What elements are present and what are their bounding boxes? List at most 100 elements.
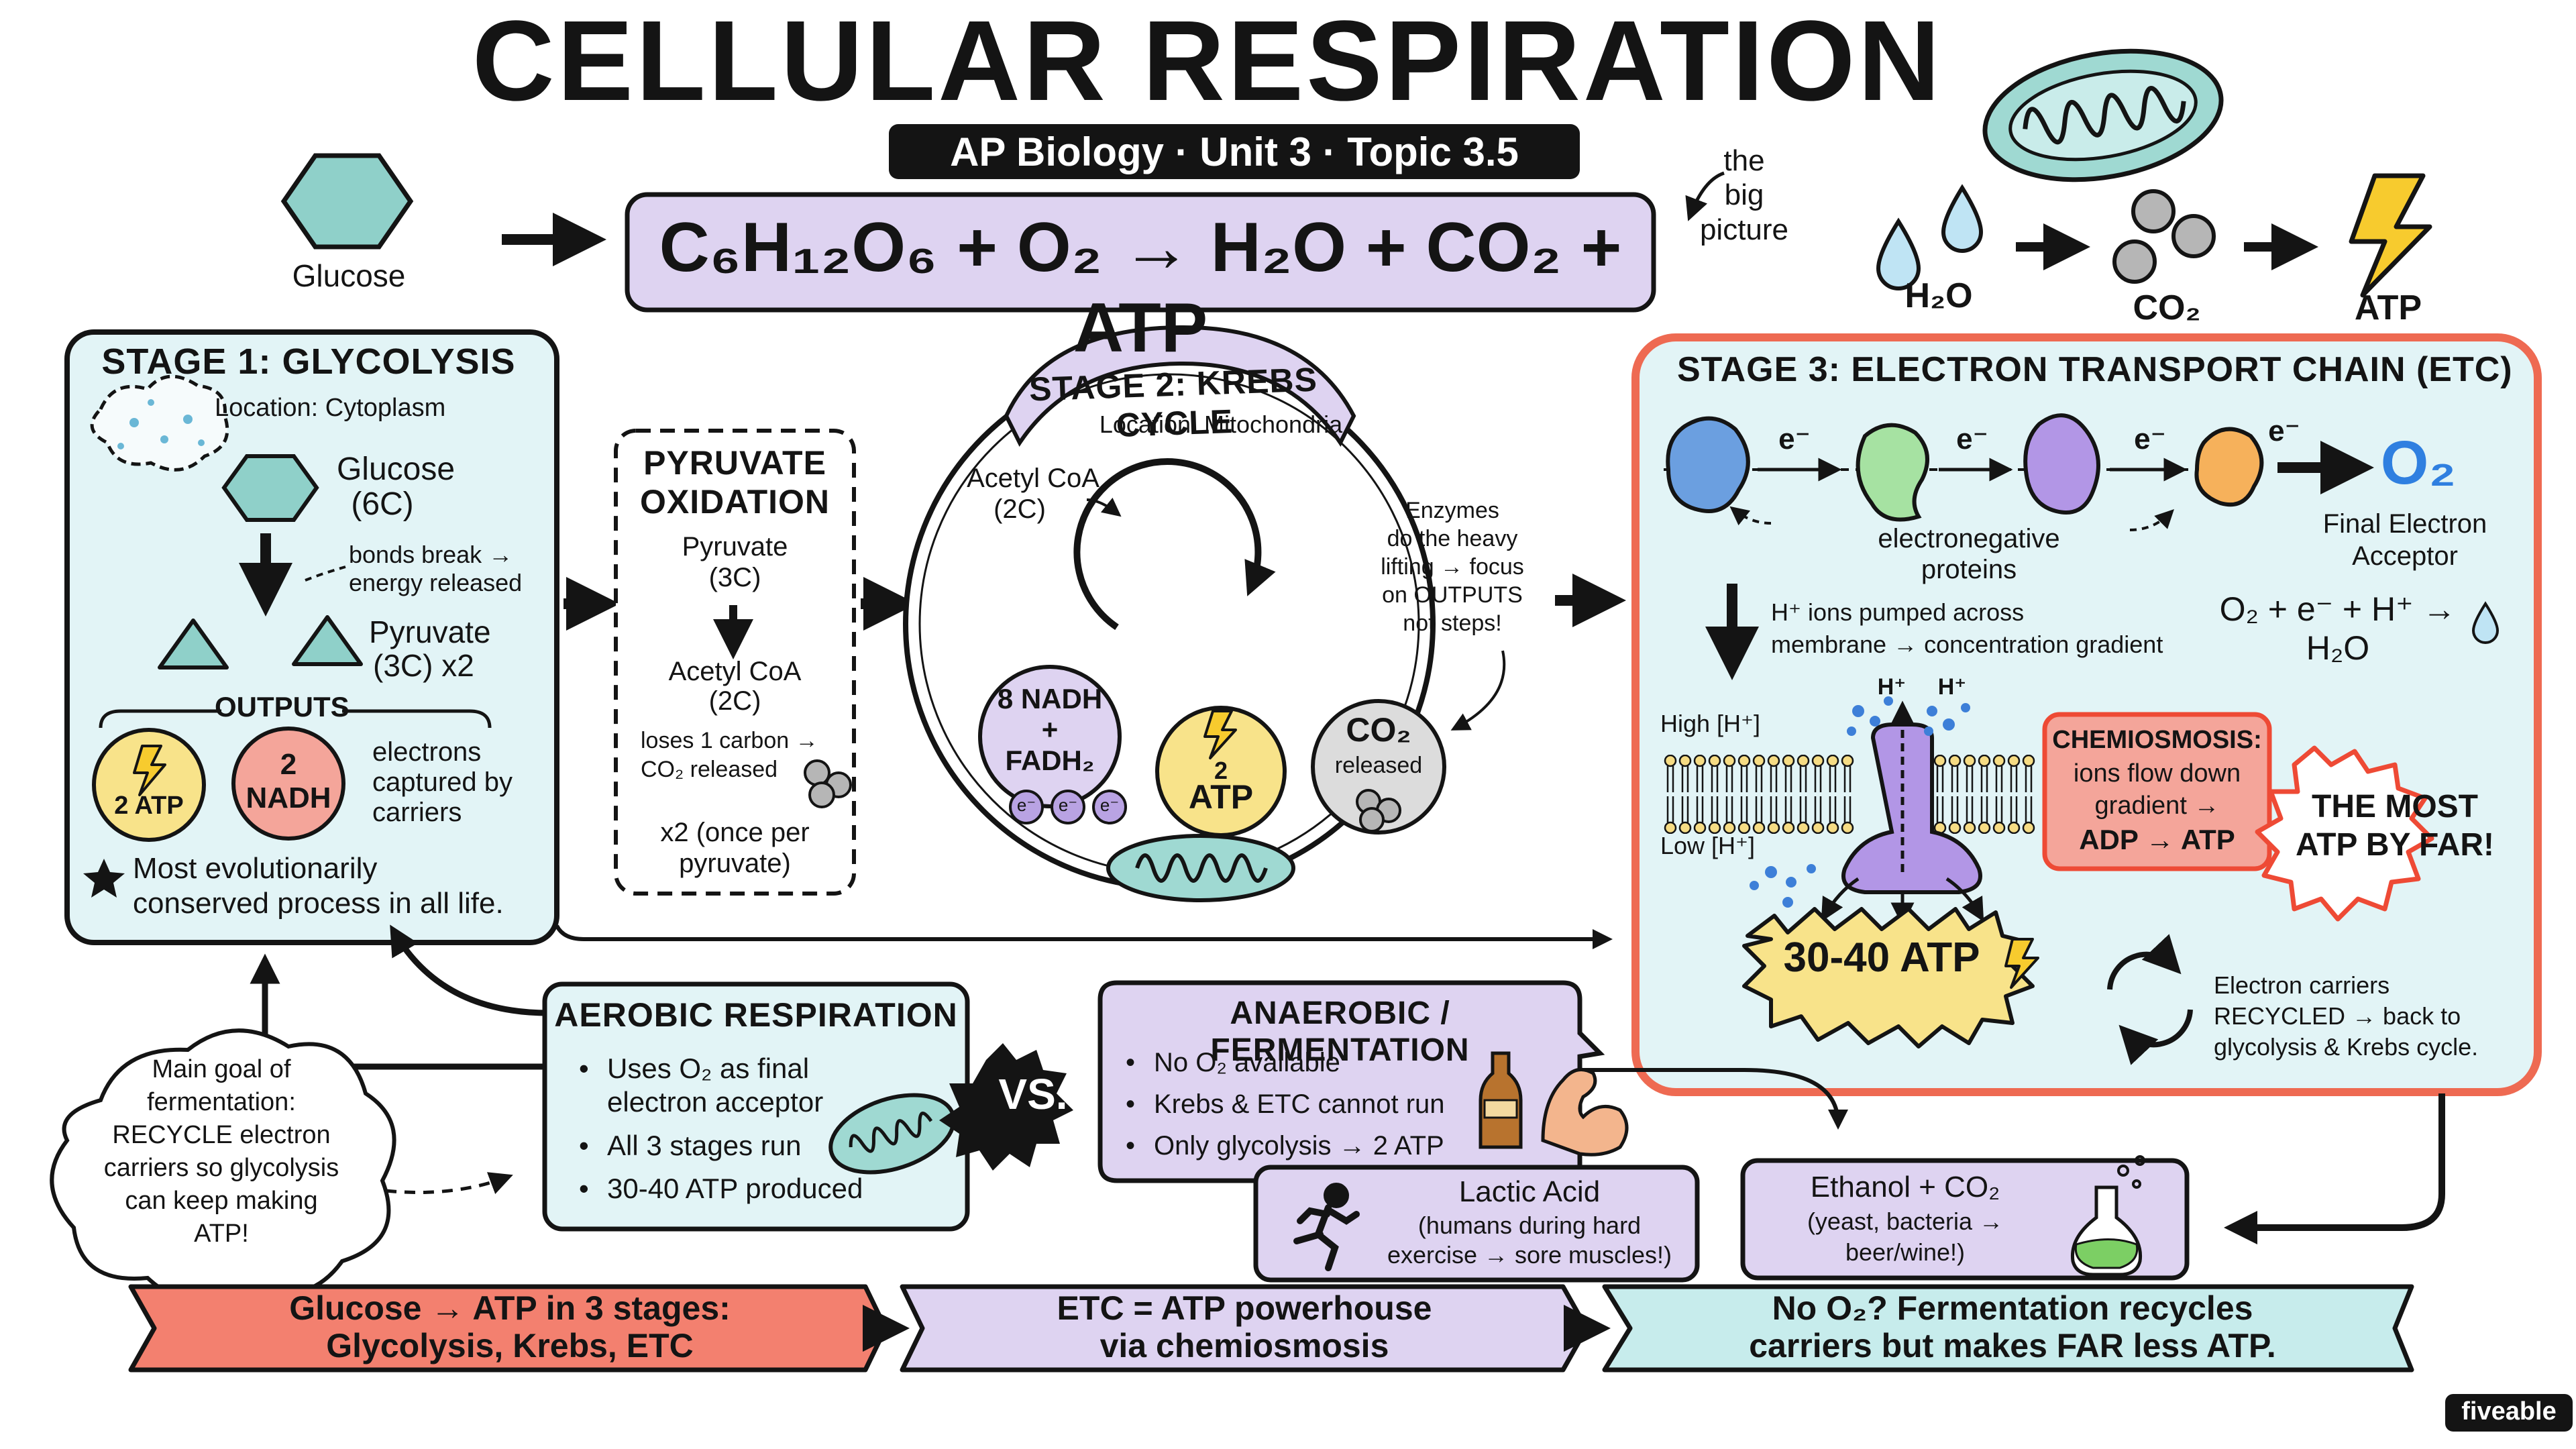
glycolysis-glucose-label: Glucose (336, 451, 455, 487)
outputs-label: OUTPUTS (215, 691, 350, 722)
glycolysis-location: Location: Cytoplasm (215, 394, 446, 422)
ethanol-line1: (yeast, bacteria → (1807, 1208, 2004, 1235)
atp-yield-burst (1742, 907, 2035, 1049)
krebs-nadh-line1: 8 NADH (997, 683, 1103, 714)
mitochondrion-icon (1982, 48, 2224, 182)
krebs-electron-1: e⁻ (1016, 795, 1036, 815)
etc-electron-4: e⁻ (2268, 415, 2300, 447)
conserved-line1: Most evolutionarily (133, 852, 378, 885)
outputs-brace (99, 709, 492, 729)
protein-green-icon (1856, 423, 1929, 522)
etc-electron-3: e⁻ (2134, 423, 2166, 455)
cytoplasm-blob-icon (90, 374, 229, 472)
lactic-box (1253, 1165, 1700, 1283)
po-times-line1: x2 (once per (660, 818, 810, 847)
lactic-line1: (humans during hard (1417, 1212, 1642, 1239)
chemiosmosis-line1: ions flow down (2073, 759, 2241, 788)
flexed-arm-icon (1541, 1067, 1629, 1157)
po-pyruvate-label: Pyruvate (682, 532, 788, 561)
krebs-acetyl-label: Acetyl CoA (967, 464, 1099, 493)
etc-electron-1: e⁻ (1778, 423, 1811, 455)
cloud-line5: can keep making (125, 1187, 318, 1215)
water-drops-icon (1876, 184, 1984, 290)
vs-label: VS. (998, 1070, 1068, 1118)
anaerobic-bullet: No O₂ available (1120, 1046, 1483, 1079)
note-big: big (1724, 178, 1764, 211)
krebs-electron-2: e⁻ (1058, 795, 1078, 815)
nadh-output-label: NADH (246, 782, 331, 814)
pyruvate-carbons: (3C) x2 (373, 648, 474, 683)
bonds-line1: bonds break → (349, 541, 513, 568)
vs-burst (939, 1043, 1073, 1171)
krebs-location: Location: Mitochondria (1099, 411, 1343, 438)
ion-dots-icon (1750, 696, 1970, 908)
star-icon (83, 859, 125, 898)
atp-label: ATP (2354, 288, 2422, 327)
enzymes-line5: not steps! (1403, 610, 1502, 636)
banner-3-line2: carriers but makes FAR less ATP. (1749, 1327, 2276, 1364)
brand-label: fiveable (2461, 1397, 2557, 1426)
cycle-arrow (1073, 458, 1276, 631)
cloud-line3: RECYCLE electron (112, 1121, 331, 1149)
most-atp-burst (2255, 745, 2434, 922)
krebs-acetyl-carbons: (2C) (994, 494, 1046, 524)
chemiosmosis-line2: gradient → (2094, 792, 2220, 820)
enzymes-line4: on OUTPUTS (1382, 582, 1523, 608)
glycolysis-glucose-icon (221, 454, 319, 522)
most-atp-line2: ATP BY FAR! (2295, 827, 2495, 863)
electrons-line1: electrons (372, 737, 482, 767)
pyruvate-oxidation-box (614, 429, 856, 896)
subtitle-pill (889, 124, 1580, 179)
chemiosmosis-title: CHEMIOSMOSIS: (2052, 726, 2262, 754)
glucose-hexagon-icon (280, 153, 414, 250)
flask-icon (2070, 1155, 2145, 1277)
protein-purple-icon (2023, 413, 2100, 515)
water-label: H₂O (1904, 276, 1973, 315)
banner-summary-2 (900, 1284, 1589, 1373)
conserved-line2: conserved process in all life. (133, 887, 504, 920)
aerobic-title: AEROBIC RESPIRATION (554, 996, 958, 1034)
note-arrow (1685, 171, 1725, 221)
nadh-output-num: 2 (280, 748, 297, 781)
o2-reaction: O₂ + e⁻ + H⁺ → H₂O (2219, 590, 2457, 667)
aerobic-bullet-cont: electron acceptor (607, 1086, 824, 1118)
po-loses-line2: CO₂ released (641, 757, 778, 782)
electrons-line3: carriers (372, 798, 462, 827)
recycled-line1: Electron carriers (2214, 971, 2390, 999)
etc-o2-label: O₂ (2380, 429, 2457, 497)
banner-1-line1: Glucose → ATP in 3 stages: (289, 1289, 731, 1327)
atp-synthase-icon (1841, 722, 1982, 894)
krebs-co2-released: released (1334, 753, 1423, 778)
co2-label: CO₂ (2133, 288, 2201, 327)
co2-molecules-icon (2112, 189, 2216, 284)
lactic-line2: exercise → sore muscles!) (1387, 1241, 1672, 1269)
glycolysis-glucose-carbons: (6C) (351, 486, 414, 522)
banner-3-line1: No O₂? Fermentation recycles (1772, 1289, 2253, 1327)
recycled-line2: RECYCLED → back to (2214, 1002, 2461, 1030)
po-times-line2: pyruvate) (679, 849, 791, 878)
atp-output-label: 2 ATP (114, 792, 184, 820)
po-pyruvate-carbons: (3C) (708, 563, 761, 592)
krebs-nadh-line3: FADH₂ (1005, 745, 1095, 776)
krebs-nadh-line2: + (1041, 714, 1059, 745)
krebs-mitochondrion-icon (1106, 834, 1295, 902)
nadh-output-circle (231, 727, 345, 841)
enzymes-line1: Enzymes (1405, 498, 1499, 523)
cloud-line1: Main goal of (152, 1055, 291, 1083)
final-acceptor-line2: Acceptor (2352, 541, 2458, 571)
aerobic-bullet: 30-40 ATP produced (574, 1172, 909, 1206)
enzymes-line3: lifting → focus (1381, 554, 1524, 580)
anaerobic-bullet: Only glycolysis → 2 ATP (1120, 1130, 1483, 1162)
banner-2-line2: via chemiosmosis (1099, 1327, 1389, 1364)
protein-orange-icon (2194, 427, 2264, 507)
running-person-icon (1293, 1183, 1360, 1271)
aerobic-bullet: All 3 stages run (574, 1129, 909, 1163)
hplus-label-1: H⁺ (1877, 674, 1907, 700)
krebs-co2-label: CO₂ (1346, 711, 1411, 749)
banner-1-line2: Glycolysis, Krebs, ETC (326, 1327, 694, 1364)
lightning-icon (2349, 173, 2432, 298)
recycle-icon (2107, 934, 2182, 990)
banner-summary-3 (1602, 1284, 2414, 1373)
